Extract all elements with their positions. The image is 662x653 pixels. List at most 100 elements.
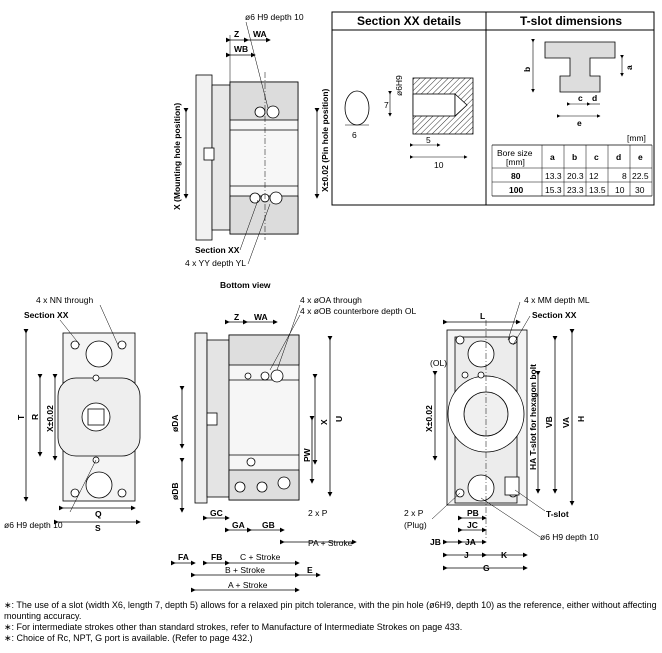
left-section-xx: Section XX [24,310,69,320]
tslot-box [485,11,655,206]
mid-fa-label: FA [178,552,189,562]
tslot-a: a [624,65,634,70]
mid-gc-label: GC [210,508,223,518]
table-row-80-c: 12 [589,171,599,181]
table-row-100-c: 13.5 [589,185,606,195]
table-header-b: b [572,152,577,162]
right-mm-note: 4 x MM depth ML [524,295,590,305]
table-header-bore-unit: [mm] [506,157,525,167]
section-dim-10: 10 [434,160,444,170]
section-dim-6: 6 [352,130,357,140]
footnotes: ∗: The use of a slot (width X6, length 7… [4,600,660,644]
table-row-80-bore: 80 [511,171,521,181]
mid-b-label: B + Stroke [225,565,265,575]
mid-u-label: U [334,416,344,422]
mid-c-label: C + Stroke [240,552,281,562]
section-xx-box [331,11,487,206]
right-va-label: VA [561,417,571,428]
mid-z-label: Z [234,312,239,322]
tslot-c: c [578,93,583,103]
mid-pw-label: PW [302,447,312,462]
table-row-100-e: 30 [635,185,645,195]
top-wb-label: WB [234,44,248,54]
right-p-label: 2 x P [404,508,424,518]
right-x-label: X±0.02 [424,405,434,432]
footnote-strokes: ∗: For intermediate strokes other than s… [4,622,463,632]
right-k-label: K [501,550,508,560]
bottom-view-caption: Bottom view [220,280,271,290]
top-x-left-label: X (Mounting hole position) [172,103,182,210]
right-g-label: G [483,563,490,573]
bottom-view [183,21,320,265]
mid-pa-label: PA + Stroke [308,538,353,548]
tslot-unit: [mm] [627,133,646,143]
table-header-c: c [594,152,599,162]
table-header-a: a [550,152,555,162]
table-row-100-d: 10 [615,185,625,195]
left-nn-note: 4 x NN through [36,295,93,305]
table-header-bore: Bore size [497,148,533,158]
right-ja-label: JA [465,537,476,547]
right-ol-label: (OL) [430,358,447,368]
right-pb-label: PB [467,508,479,518]
right-hole-note: ø6 H9 depth 10 [540,532,599,542]
top-wa-label: WA [253,29,267,39]
mid-ga-label: GA [232,520,245,530]
left-r-label: R [30,414,40,420]
top-z-label: Z [234,29,239,39]
left-q-label: Q [95,509,102,519]
section-xx-title: Section XX details [357,14,461,28]
right-jc-label: JC [467,520,478,530]
mid-wa-label: WA [254,312,268,322]
mid-x-label: X [319,419,329,425]
top-section-xx: Section XX [195,245,240,255]
middle-side-view [171,304,357,593]
footnote-ports: ∗: Choice of Rc, NPT, G port is availabl… [4,633,253,643]
tslot-d: d [592,93,597,103]
left-x-label: X±0.02 [45,405,55,432]
mid-ob-note: 4 x øOB counterbore depth OL [300,306,417,316]
right-j-label: J [464,550,469,560]
right-l-label: L [480,311,485,321]
mid-a-label: A + Stroke [228,580,268,590]
table-header-e: e [638,152,643,162]
mid-p-label: 2 x P [308,508,328,518]
left-side-view [23,304,141,525]
mid-oa-note: 4 x øOA through [300,295,362,305]
table-row-100-a: 15.3 [545,185,562,195]
section-dim-7: 7 [384,100,389,110]
table-row-100-b: 23.3 [567,185,584,195]
mid-fb-label: FB [211,552,222,562]
mid-db-label: øDB [170,483,180,500]
section-phi: ø6H9 [394,75,404,96]
left-s-label: S [95,523,101,533]
right-plug-label: (Plug) [404,520,427,530]
left-hole-note: ø6 H9 depth 10 [4,520,63,530]
right-section-xx: Section XX [532,310,577,320]
right-jb-label: JB [430,537,441,547]
mid-e-label: E [307,565,313,575]
right-ha-label: HA T-slot for hexagon bolt [528,364,538,470]
top-hole-note: ø6 H9 depth 10 [245,12,304,22]
table-row-80-a: 13.3 [545,171,562,181]
top-x-right-label: X±0.02 (Pin hole position) [320,88,330,192]
table-row-100-bore: 100 [509,185,523,195]
top-yy-note: 4 x YY depth YL [185,258,246,268]
table-row-80-d: 8 [622,171,627,181]
table-row-80-e: 22.5 [632,171,649,181]
footnote-slot: ∗: The use of a slot (width X6, length 7… [4,600,657,621]
right-front-view [431,301,575,571]
tslot-table: Bore size [mm] a b c d e 80 13.3 20.3 12… [497,148,649,195]
table-row-80-b: 20.3 [567,171,584,181]
tslot-e: e [577,118,582,128]
tslot-b: b [522,67,532,72]
right-tslot-label: T-slot [546,509,569,519]
mid-gb-label: GB [262,520,275,530]
right-h-label: H [576,416,586,422]
right-vb-label: VB [544,416,554,428]
tslot-title: T-slot dimensions [520,14,622,28]
mid-da-label: øDA [170,415,180,432]
table-header-d: d [616,152,621,162]
section-dim-5: 5 [426,135,431,145]
